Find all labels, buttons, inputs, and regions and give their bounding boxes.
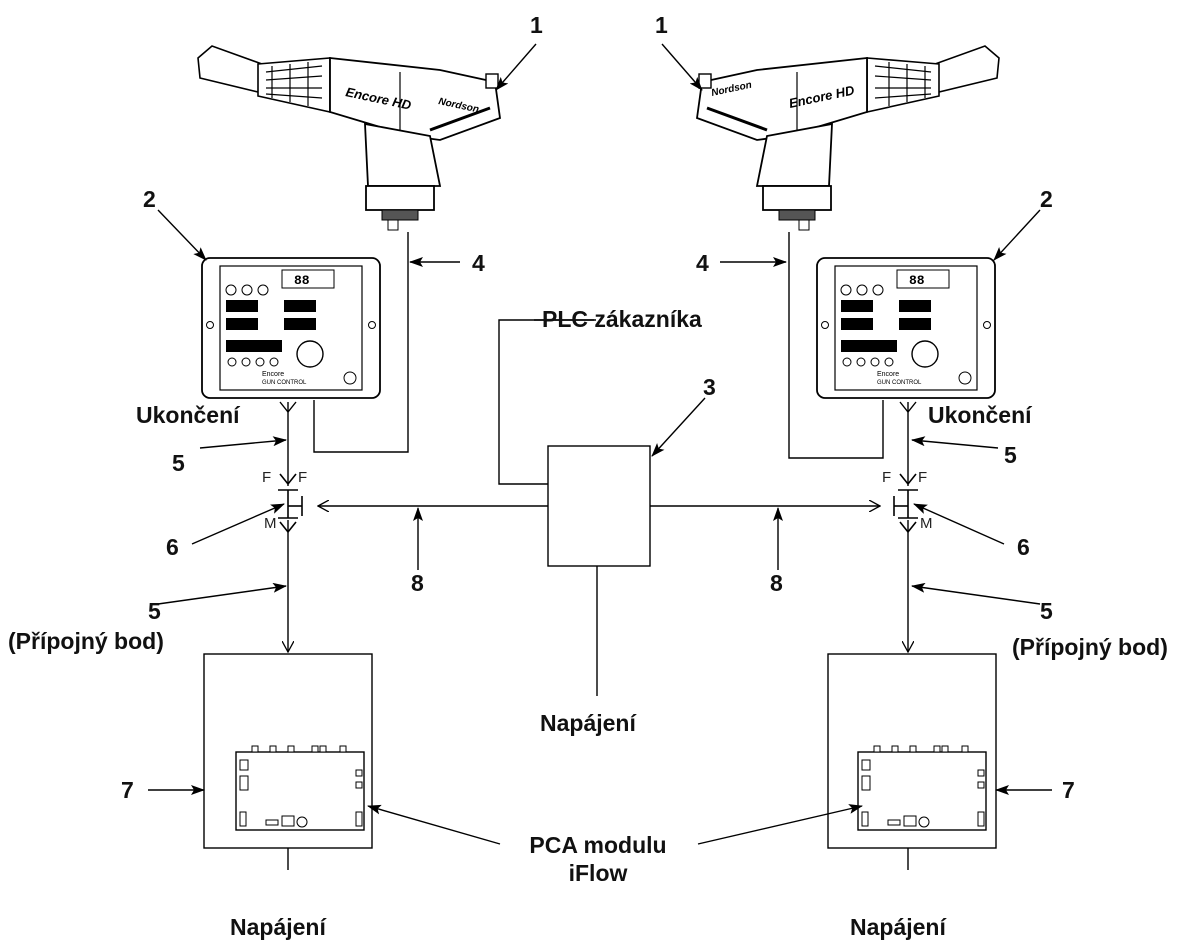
callout-5-left-upper: 5 [172,450,185,476]
pca-label-line2: iFlow [568,860,628,886]
power-label-right: Napájení [850,914,946,940]
callout-3: 3 [703,374,716,400]
controller-brand-left: Encore [262,371,284,378]
callout-5-left-lower: 5 [148,598,161,624]
female-label-left-a: F [262,469,272,486]
drop-point-label-left: (Přípojný bod) [8,628,164,654]
tee-connector-left [278,473,303,534]
female-label-right-b: F [918,469,928,486]
termination-symbols [279,401,917,414]
callout-1-left: 1 [530,12,543,38]
male-label-left: M [264,515,277,532]
gun-cable-left [313,232,409,453]
drop-point-label-right: (Přípojný bod) [1012,634,1168,660]
male-label-right: M [920,515,933,532]
controller-subtitle-right: GUN CONTROL [877,380,922,386]
hub-box [547,445,651,567]
gun-controller-right: 88 Encore GUN CONTROL [816,257,996,399]
spray-gun-left: Encore HD Nordson [197,45,501,231]
controller-subtitle-left: GUN CONTROL [262,380,307,386]
spray-gun-right: Encore HD Nordson [696,45,1000,231]
controller-display-left: 88 [294,273,310,288]
callout-5-right-upper: 5 [1004,442,1017,468]
termination-label-left: Ukončení [136,402,240,428]
tee-connector-right [893,473,918,534]
callout-4-left: 4 [472,250,485,276]
callout-7-right: 7 [1062,777,1075,803]
callout-6-left: 6 [166,534,179,560]
iflow-module-left [203,653,373,849]
callout-8-right: 8 [770,570,783,596]
callout-1-right: 1 [655,12,668,38]
controller-display-right: 88 [909,273,925,288]
callout-8-left: 8 [411,570,424,596]
gun-controller-left: 88 Encore GUN CONTROL [201,257,381,399]
female-label-right-a: F [882,469,892,486]
leader-lines [148,43,1052,845]
callout-7-left: 7 [121,777,134,803]
callout-5-right-lower: 5 [1040,598,1053,624]
callout-2-right: 2 [1040,186,1053,212]
plc-label: PLC zákazníka [542,306,702,332]
female-label-left-b: F [298,469,308,486]
controller-brand-right: Encore [877,371,899,378]
gun-cable-right [788,232,884,459]
callout-6-right: 6 [1017,534,1030,560]
power-label-left: Napájení [230,914,326,940]
callout-4-right: 4 [696,250,709,276]
pca-label-line1: PCA modulu [529,832,667,858]
termination-label-right: Ukončení [928,402,1032,428]
power-label-center: Napájení [540,710,636,736]
iflow-module-right [827,653,997,849]
callout-2-left: 2 [143,186,156,212]
